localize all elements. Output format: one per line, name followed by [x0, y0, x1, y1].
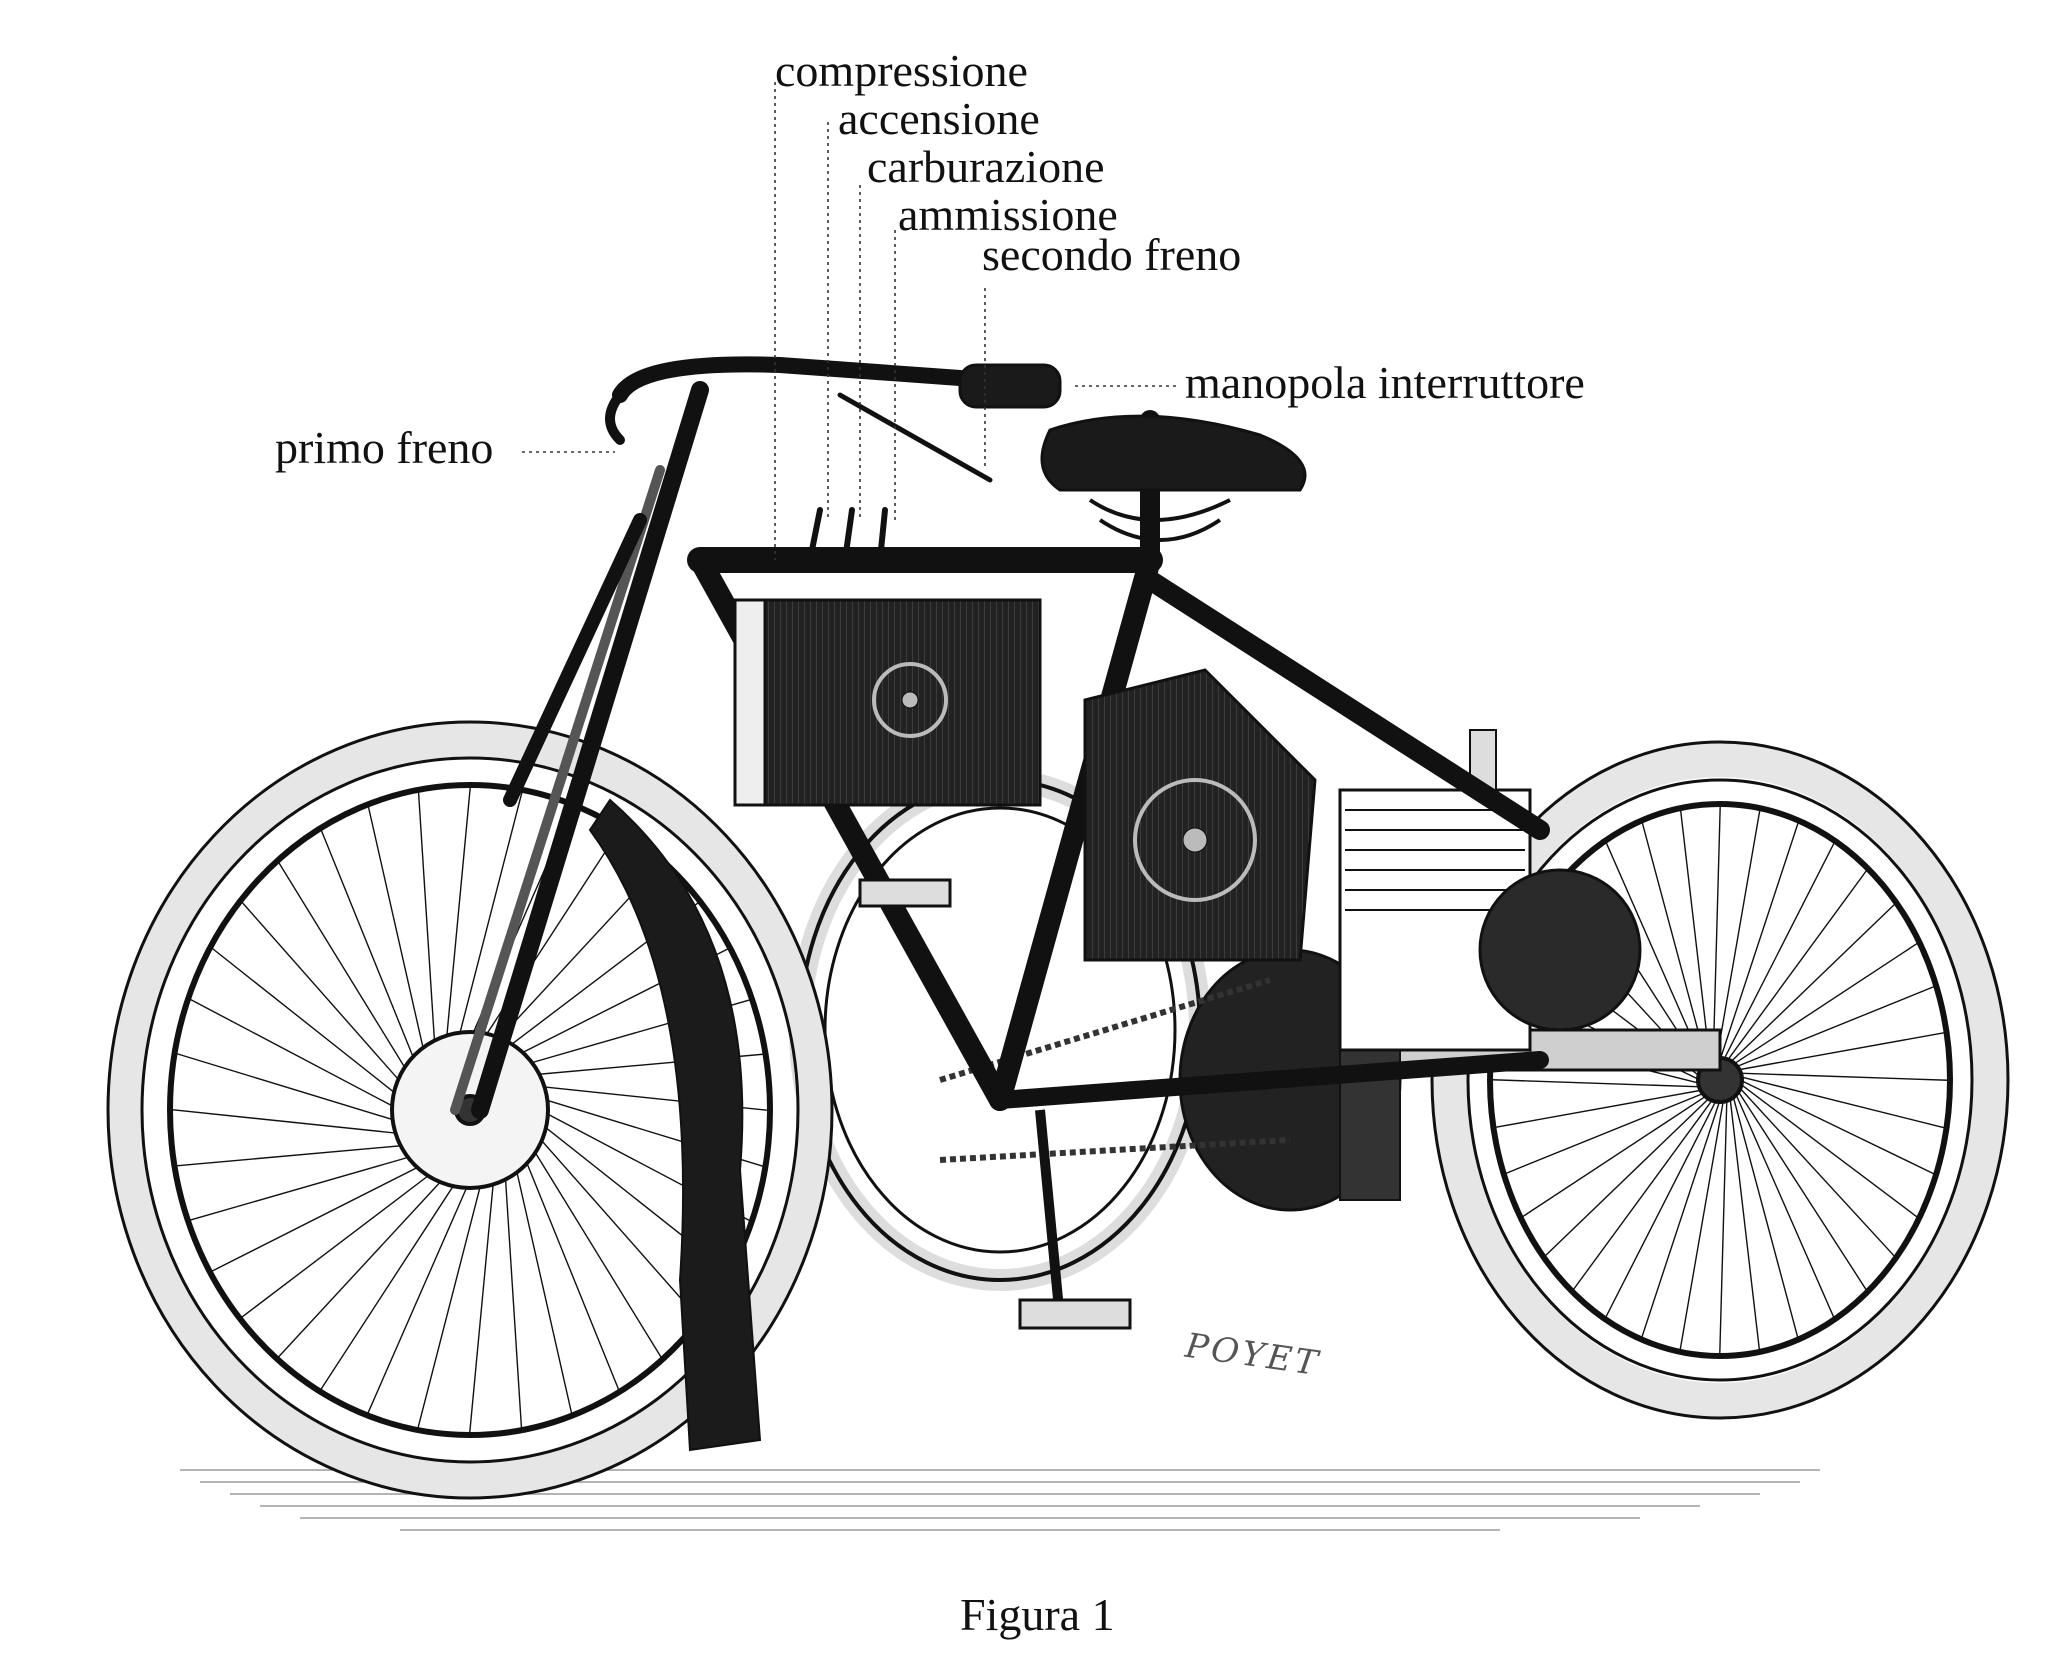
- rear-wheel-spoke: [1732, 942, 1918, 1066]
- label-carburazione: carburazione: [867, 141, 1105, 192]
- rear-wheel-spoke: [1641, 1099, 1721, 1338]
- front-wheel-spoke: [171, 1109, 405, 1135]
- rear-wheel-spoke: [1491, 1079, 1702, 1088]
- figure-caption: Figura 1: [960, 1589, 1115, 1640]
- label-accensione: accensione: [838, 93, 1040, 144]
- label-ammissione: ammissione: [898, 189, 1118, 240]
- rear-wheel-spoke: [1739, 1082, 1918, 1218]
- rear-wheel-spoke: [1679, 1099, 1725, 1350]
- front-wheel-spoke: [530, 1144, 662, 1358]
- rear-wheel-spoke: [1729, 1097, 1761, 1350]
- label-primo-freno: primo freno: [275, 422, 494, 473]
- rear-wheel-spoke: [1737, 1031, 1945, 1071]
- front-wheel-spoke: [535, 1133, 699, 1319]
- label-manopola-interruttore: manopola interruttore: [1185, 357, 1585, 408]
- rear-wheel-spoke: [1739, 1075, 1945, 1129]
- front-fork: [450, 381, 709, 1119]
- rear-wheel-spoke: [1734, 1092, 1835, 1318]
- front-wheel-spoke: [176, 1144, 410, 1167]
- rear-wheel-spoke: [1732, 1095, 1799, 1338]
- front-wheel-spoke: [367, 1179, 471, 1414]
- rear-wheel-spoke: [1736, 1089, 1867, 1291]
- rear-wheel-spoke: [1738, 1072, 1949, 1081]
- rear-wheel-spoke: [1729, 903, 1896, 1064]
- front-wheel-spoke: [320, 829, 418, 1066]
- control-levers: [807, 507, 888, 563]
- label-compressione: compressione: [775, 45, 1028, 96]
- front-wheel-spoke: [417, 791, 436, 1050]
- front-wheel-spoke: [367, 806, 426, 1057]
- front-wheel-spoke: [211, 947, 402, 1099]
- front-wheel-spoke: [457, 791, 523, 1042]
- rear-wheel-spoke: [1719, 822, 1799, 1061]
- rear-wheel-spoke: [1495, 1089, 1703, 1129]
- rear-wheel-spoke: [1544, 1096, 1711, 1257]
- front-wheel-spoke: [278, 862, 410, 1076]
- rear-wheel-spoke: [1522, 1094, 1708, 1218]
- rear-wheel-spoke: [1641, 822, 1708, 1065]
- front-wheel-spoke: [320, 1178, 459, 1390]
- front-wheel-spoke: [445, 786, 471, 1045]
- handlebar: [605, 356, 1062, 483]
- rear-wheel-spoke: [1738, 1086, 1896, 1257]
- rear-wheel-spoke: [1739, 1079, 1935, 1175]
- label-secondo-freno: secondo freno: [982, 229, 1242, 280]
- front-wheel-spoke: [469, 1175, 495, 1434]
- front-wheel-spoke: [189, 998, 401, 1111]
- rear-wheel-spoke: [1712, 805, 1721, 1062]
- front-wheel-spoke: [504, 1170, 523, 1429]
- rear-wheel-spoke: [1722, 842, 1835, 1061]
- rear-wheel-spoke: [1572, 1098, 1714, 1291]
- engine-panel: [1083, 668, 1317, 962]
- rear-wheel-spoke: [1505, 1092, 1705, 1175]
- rear-wheel-spoke: [1726, 869, 1868, 1062]
- rear-wheel-spoke: [1719, 1098, 1728, 1355]
- rear-wheel-spoke: [1679, 810, 1711, 1063]
- front-wheel-spoke: [211, 1162, 426, 1272]
- front-wheel-spoke: [417, 1178, 483, 1429]
- front-wheel: [106, 720, 834, 1500]
- rear-wheel-spoke: [1735, 985, 1935, 1068]
- front-wheel-spoke: [176, 1052, 402, 1123]
- front-wheel-spoke: [241, 901, 405, 1087]
- rear-wheel-spoke: [1715, 810, 1761, 1061]
- front-wheel-spoke: [514, 1163, 573, 1414]
- rear-wheel-spoke: [1605, 1099, 1718, 1318]
- leader-lines: [522, 82, 1180, 560]
- front-wheel-spoke: [277, 1175, 447, 1358]
- front-wheel-spoke: [522, 1154, 620, 1391]
- saddle: [1040, 414, 1307, 542]
- front-fender: [588, 798, 762, 1452]
- fuel-tank: [733, 598, 1042, 807]
- front-wheel-spoke: [189, 1154, 417, 1221]
- front-wheel-spoke: [241, 1170, 436, 1318]
- pedals: [858, 878, 1132, 1330]
- drive-chain: [939, 977, 1291, 1163]
